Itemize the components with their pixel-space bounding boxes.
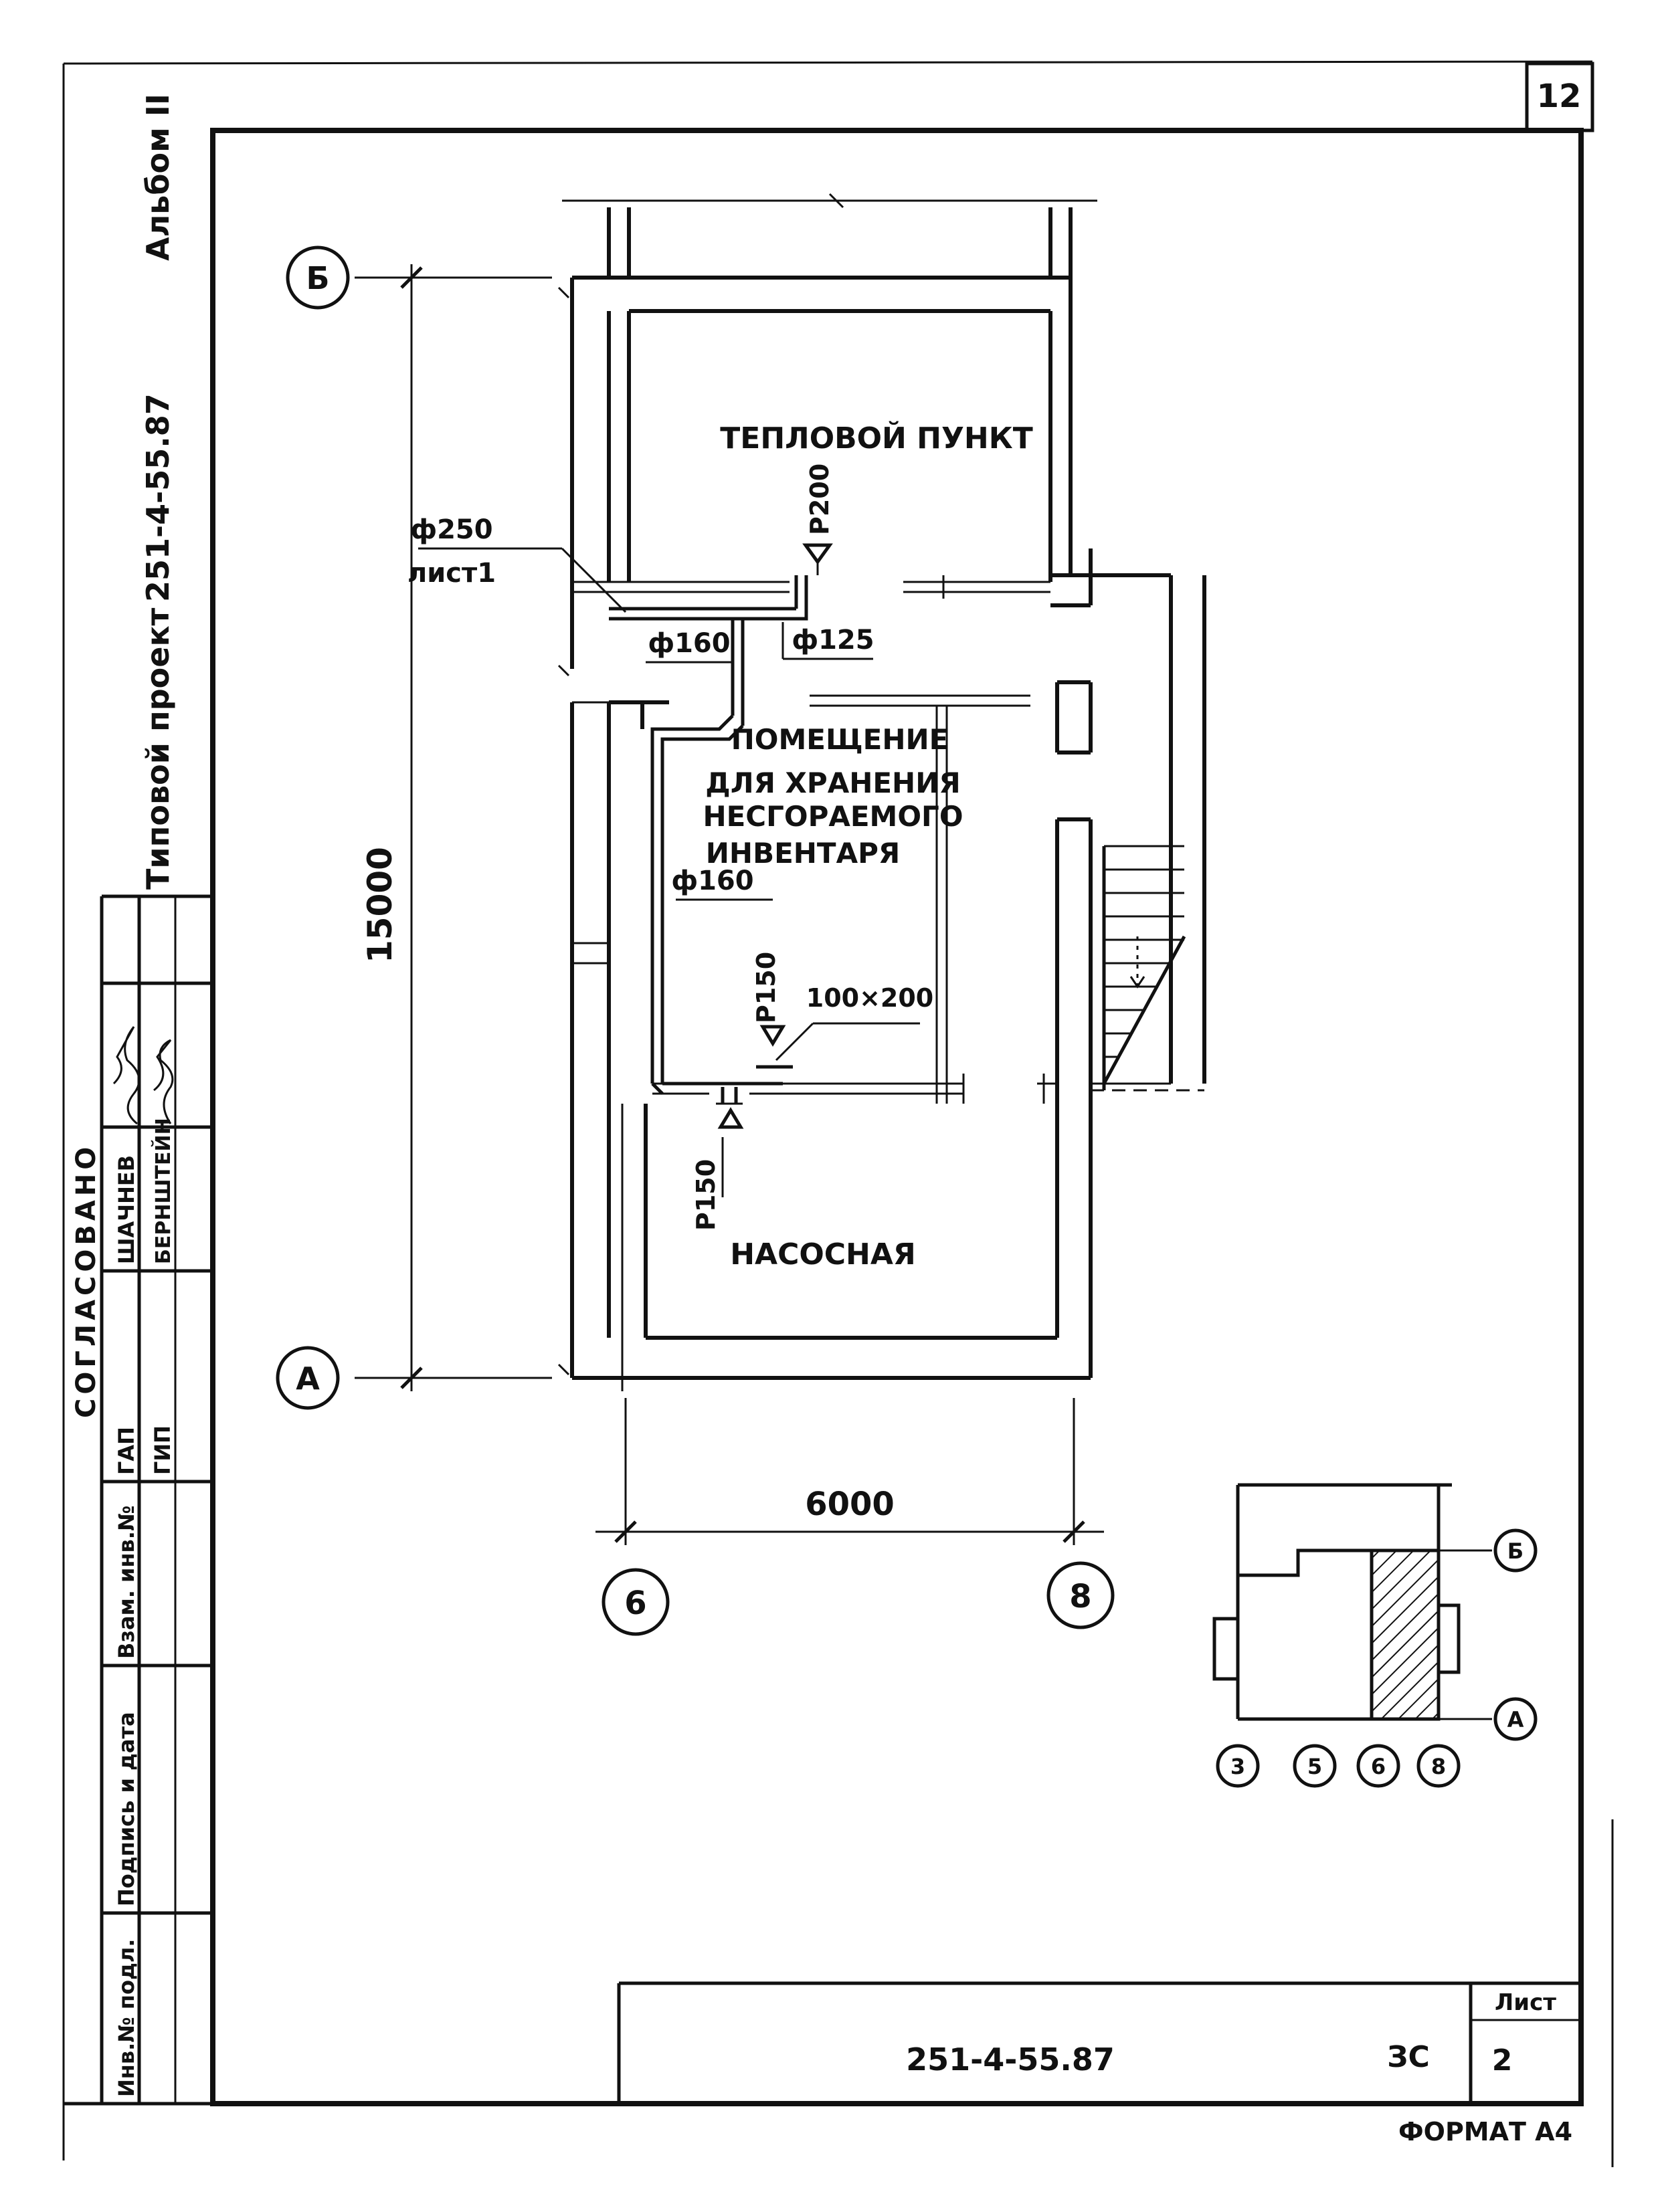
axis-label-8: 8 [1069,1578,1091,1615]
room-storage-line2: ДЛЯ ХРАНЕНИЯ [705,767,960,799]
title-section: ЗС [1387,2040,1430,2074]
dim-6000: 6000 [805,1486,895,1523]
page-number-box [1525,62,1594,132]
pipe-d125-label: ф125 [792,625,874,656]
key-axis-3: 3 [1230,1754,1245,1779]
pipe-d160-top-label: ф160 [648,628,730,659]
inv-replace-label: Взам. инв.№ [114,1506,139,1659]
project-code-side: 251-4-55.87 [140,393,176,602]
role-gip: ГИП [150,1425,175,1475]
key-plan [1212,1483,1538,1788]
agreed-label: СОГЛАСОВАНО [71,1143,102,1418]
key-axis-B: Б [1507,1538,1524,1564]
room-pump: НАСОСНАЯ [730,1237,916,1272]
format-label: ФОРМАТ А4 [1398,2117,1572,2146]
floor-plan [557,193,1206,1391]
dimension-vertical [355,264,552,1391]
axis-bubble-A [276,1346,340,1410]
signature-1 [112,1026,141,1125]
side-stamp [64,894,213,2106]
name-bernshtein: БЕРНШТЕЙН [151,1118,175,1264]
outer-frame [62,60,1614,2167]
key-axis-8: 8 [1431,1754,1446,1779]
axis-label-B: Б [306,260,329,296]
room-storage-line4: ИНВЕНТАРЯ [706,837,900,870]
pipe-ref-label: лист1 [407,558,496,589]
album-label: Альбом II [140,94,176,261]
pipe-d250-label: ф250 [410,514,492,545]
inv-orig-label: Инв.№ подл. [114,1939,139,2097]
pipe-d160-mid-label: ф160 [671,866,753,896]
dim-15000: 15000 [361,847,399,963]
dimension-horizontal [595,1398,1104,1545]
inner-frame [210,128,1584,2106]
ductwork [418,543,920,1197]
axis-label-6: 6 [624,1585,646,1622]
title-block [617,1981,1581,2104]
room-heat-point: ТЕПЛОВОЙ ПУНКТ [720,420,1032,456]
role-gap: ГАП [114,1427,139,1475]
grille-p150-lower-label: Р150 [691,1159,721,1231]
key-axis-A: А [1507,1707,1524,1732]
project-type-label: Типовой проект [140,607,176,890]
axis-bubble-B [286,245,350,310]
grille-p200-label: Р200 [805,464,834,535]
axis-label-A: А [296,1361,320,1397]
title-sheet-label: Лист [1495,1989,1556,2016]
room-storage-line3: НЕСГОРАЕМОГО [703,800,963,833]
key-axis-5: 5 [1307,1754,1322,1779]
name-shachnev: ШАЧНЕВ [114,1155,139,1264]
grille-p150-upper-label: Р150 [751,952,781,1023]
axis-bubble-6 [602,1568,670,1636]
key-axis-6: 6 [1371,1754,1386,1779]
room-storage-line1: ПОМЕЩЕНИЕ [731,723,949,756]
signature-2 [153,1039,174,1124]
duct-size-label: 100×200 [806,983,933,1013]
title-code: 251-4-55.87 [906,2041,1115,2078]
page-number: 12 [1537,78,1582,115]
title-sheet-number: 2 [1492,2043,1513,2078]
signature-date-label: Подпись и дата [114,1712,139,1906]
stair [1102,845,1186,1090]
axis-bubble-8 [1046,1561,1115,1629]
